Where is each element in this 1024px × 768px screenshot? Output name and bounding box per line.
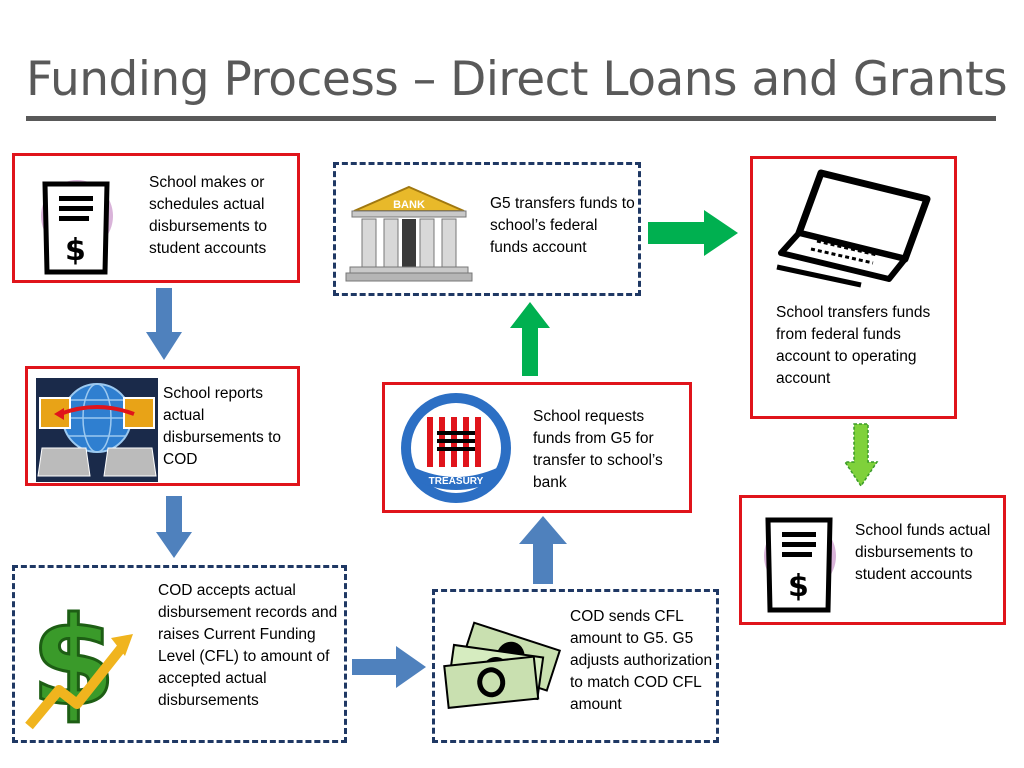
- step-school-schedules-text: School makes or schedules actual disburs…: [149, 174, 268, 257]
- arrow-down-2: [156, 496, 192, 558]
- globe-computers-icon: [36, 378, 158, 482]
- laptop-icon: [776, 169, 931, 288]
- page-title: Funding Process – Direct Loans and Grant…: [26, 52, 1008, 107]
- step-school-transfers-text: School transfers funds from federal fund…: [776, 304, 931, 387]
- step-school-requests-text: School requests funds from G5 for transf…: [533, 408, 663, 491]
- bank-label: BANK: [393, 199, 425, 211]
- money-bills-icon: [443, 621, 562, 709]
- step-school-schedules: $ School makes or schedules actual disbu…: [12, 153, 300, 283]
- document-dollar-icon: $: [764, 517, 836, 613]
- step-school-transfers: School transfers funds from federal fund…: [750, 156, 957, 419]
- title-divider: [26, 116, 996, 121]
- step-cod-accepts-text: COD accepts actual disbursement records …: [158, 582, 338, 709]
- arrow-right-green: [648, 210, 738, 256]
- arrow-up-blue: [519, 516, 567, 584]
- step-cod-accepts: $ COD accepts actual disbursement record…: [12, 565, 347, 743]
- step-school-funds: $ School funds actual disbursements to s…: [739, 495, 1006, 625]
- step-g5-transfers-text: G5 transfers funds to school’s federal f…: [490, 195, 635, 256]
- step-school-requests: TREASURY School requests funds from G5 f…: [382, 382, 692, 513]
- bank-icon: BANK: [345, 185, 473, 282]
- step-school-reports-text: School reports actual disbursements to C…: [163, 385, 282, 468]
- step-school-funds-text: School funds actual disbursements to stu…: [855, 522, 991, 583]
- arrow-down-1: [146, 288, 182, 360]
- arrow-right-1: [352, 646, 426, 688]
- document-dollar-icon: $: [41, 180, 113, 275]
- treasury-seal-icon: TREASURY: [401, 393, 511, 503]
- svg-text:$: $: [31, 591, 116, 733]
- arrow-up-green: [510, 302, 550, 376]
- arrow-down-green: [843, 423, 879, 488]
- step-cod-sends-text: COD sends CFL amount to G5. G5 adjusts a…: [570, 608, 713, 713]
- svg-text:$: $: [788, 569, 809, 604]
- treasury-label: TREASURY: [429, 476, 484, 487]
- step-school-reports: School reports actual disbursements to C…: [25, 366, 300, 486]
- step-g5-transfers: BANK G5 transfers funds to school’s fede…: [333, 162, 641, 296]
- dollar-growth-icon: $: [25, 590, 133, 735]
- svg-text:$: $: [65, 233, 86, 268]
- step-cod-sends: COD sends CFL amount to G5. G5 adjusts a…: [432, 589, 719, 743]
